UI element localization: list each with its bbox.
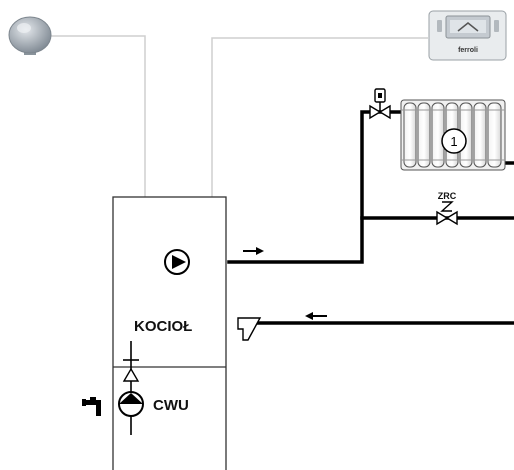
return-fitting-icon [237, 317, 262, 341]
controller-wire [211, 37, 428, 197]
supply-pipe [227, 110, 402, 264]
flow-arrow-icon [243, 247, 264, 255]
radiator-number: 1 [450, 134, 457, 149]
dhw-pump-icon [118, 391, 144, 417]
outdoor-sensor-icon [8, 16, 52, 55]
thermostatic-valve-icon [369, 88, 391, 120]
dhw-label: CWU [153, 397, 189, 414]
boiler-label: KOCIOŁ [134, 318, 192, 335]
return-flow-arrow-icon [305, 312, 327, 320]
radiator-icon [400, 99, 506, 171]
controller-brand: ferroli [458, 47, 478, 54]
water-tap-icon [82, 397, 101, 416]
signal-wires [44, 35, 428, 197]
pump-icon [164, 249, 190, 275]
dhw-valve-icon [122, 341, 140, 435]
sensor-wire [44, 35, 146, 197]
check-valve-label: ZRC [438, 191, 457, 201]
boiler-cabinet [112, 196, 227, 470]
check-valve-icon [436, 201, 458, 226]
room-thermostat-icon: ferroli [428, 10, 507, 61]
